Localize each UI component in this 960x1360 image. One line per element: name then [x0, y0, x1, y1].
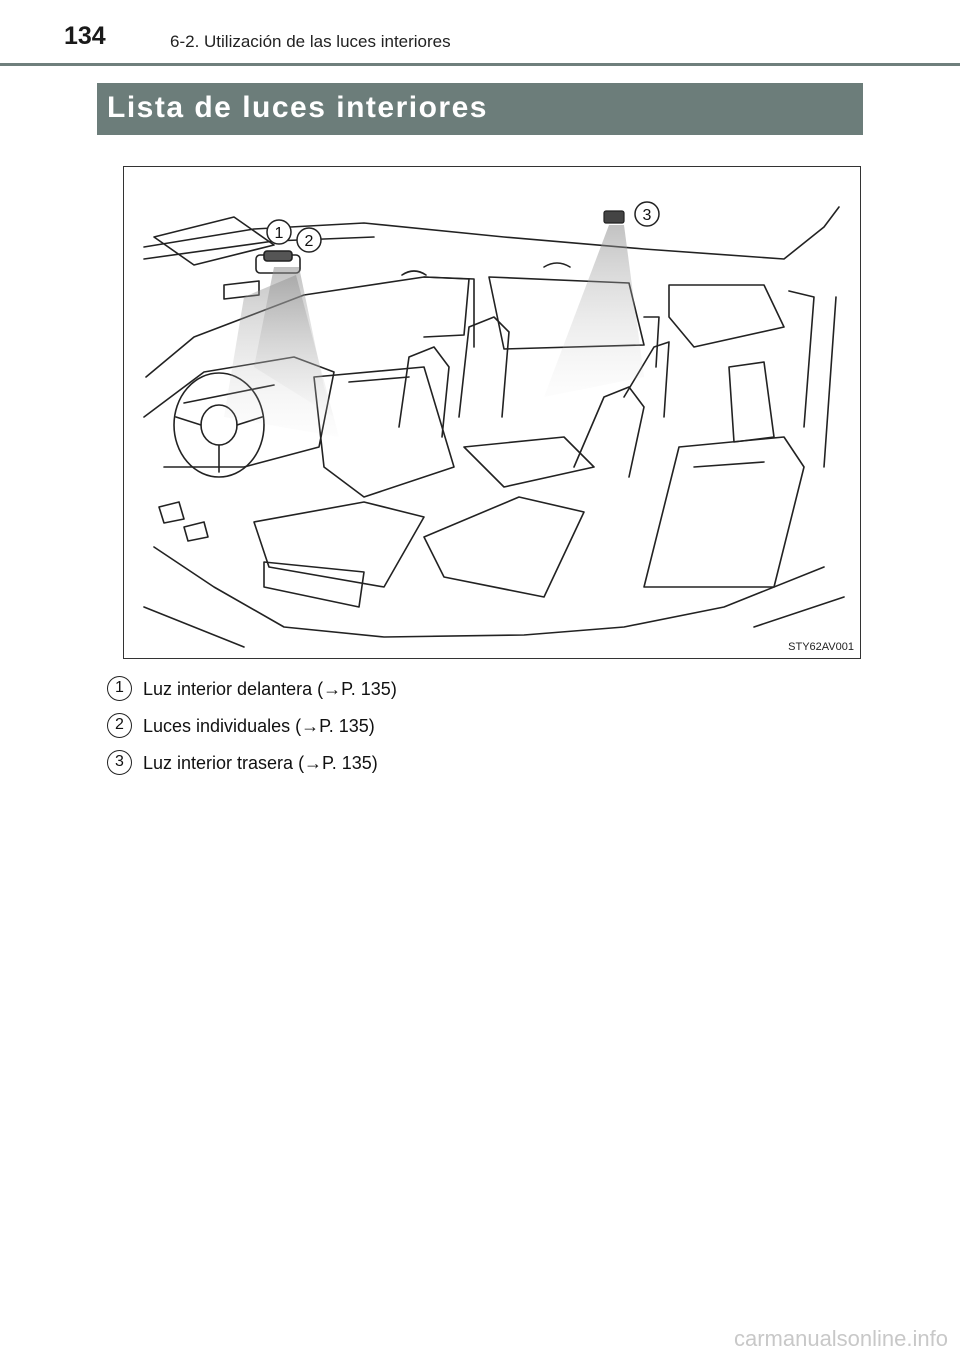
- callout-1: 1: [266, 219, 292, 245]
- car-interior-illustration: 1 2 3: [143, 201, 845, 648]
- running-head: 6-2. Utilización de las luces interiores: [170, 32, 451, 51]
- callout-1-label: 1: [275, 225, 284, 242]
- page-number: 134: [64, 22, 106, 50]
- callout-2: 2: [296, 227, 322, 253]
- legend-badge: 2: [107, 713, 132, 738]
- callout-3-label: 3: [643, 207, 652, 224]
- figure-code: STY62AV001: [788, 641, 854, 653]
- callout-3: 3: [634, 201, 660, 227]
- legend-text: Luz interior delantera (→P. 135): [143, 679, 397, 699]
- watermark: carmanualsonline.info: [733, 1326, 948, 1351]
- legend-badge: 3: [107, 750, 132, 775]
- section-banner: Lista de luces interiores: [97, 83, 863, 135]
- legend-text: Luz interior trasera (→P. 135): [143, 753, 378, 773]
- legend-text: Luces individuales (→P. 135): [143, 716, 375, 736]
- header-rule: [0, 63, 960, 66]
- callout-2-label: 2: [305, 233, 314, 250]
- section-title: Lista de luces interiores: [107, 91, 488, 124]
- legend-badge: 1: [107, 676, 132, 701]
- figure-interior-lights: 1 2 3 STY62AV001: [123, 166, 861, 659]
